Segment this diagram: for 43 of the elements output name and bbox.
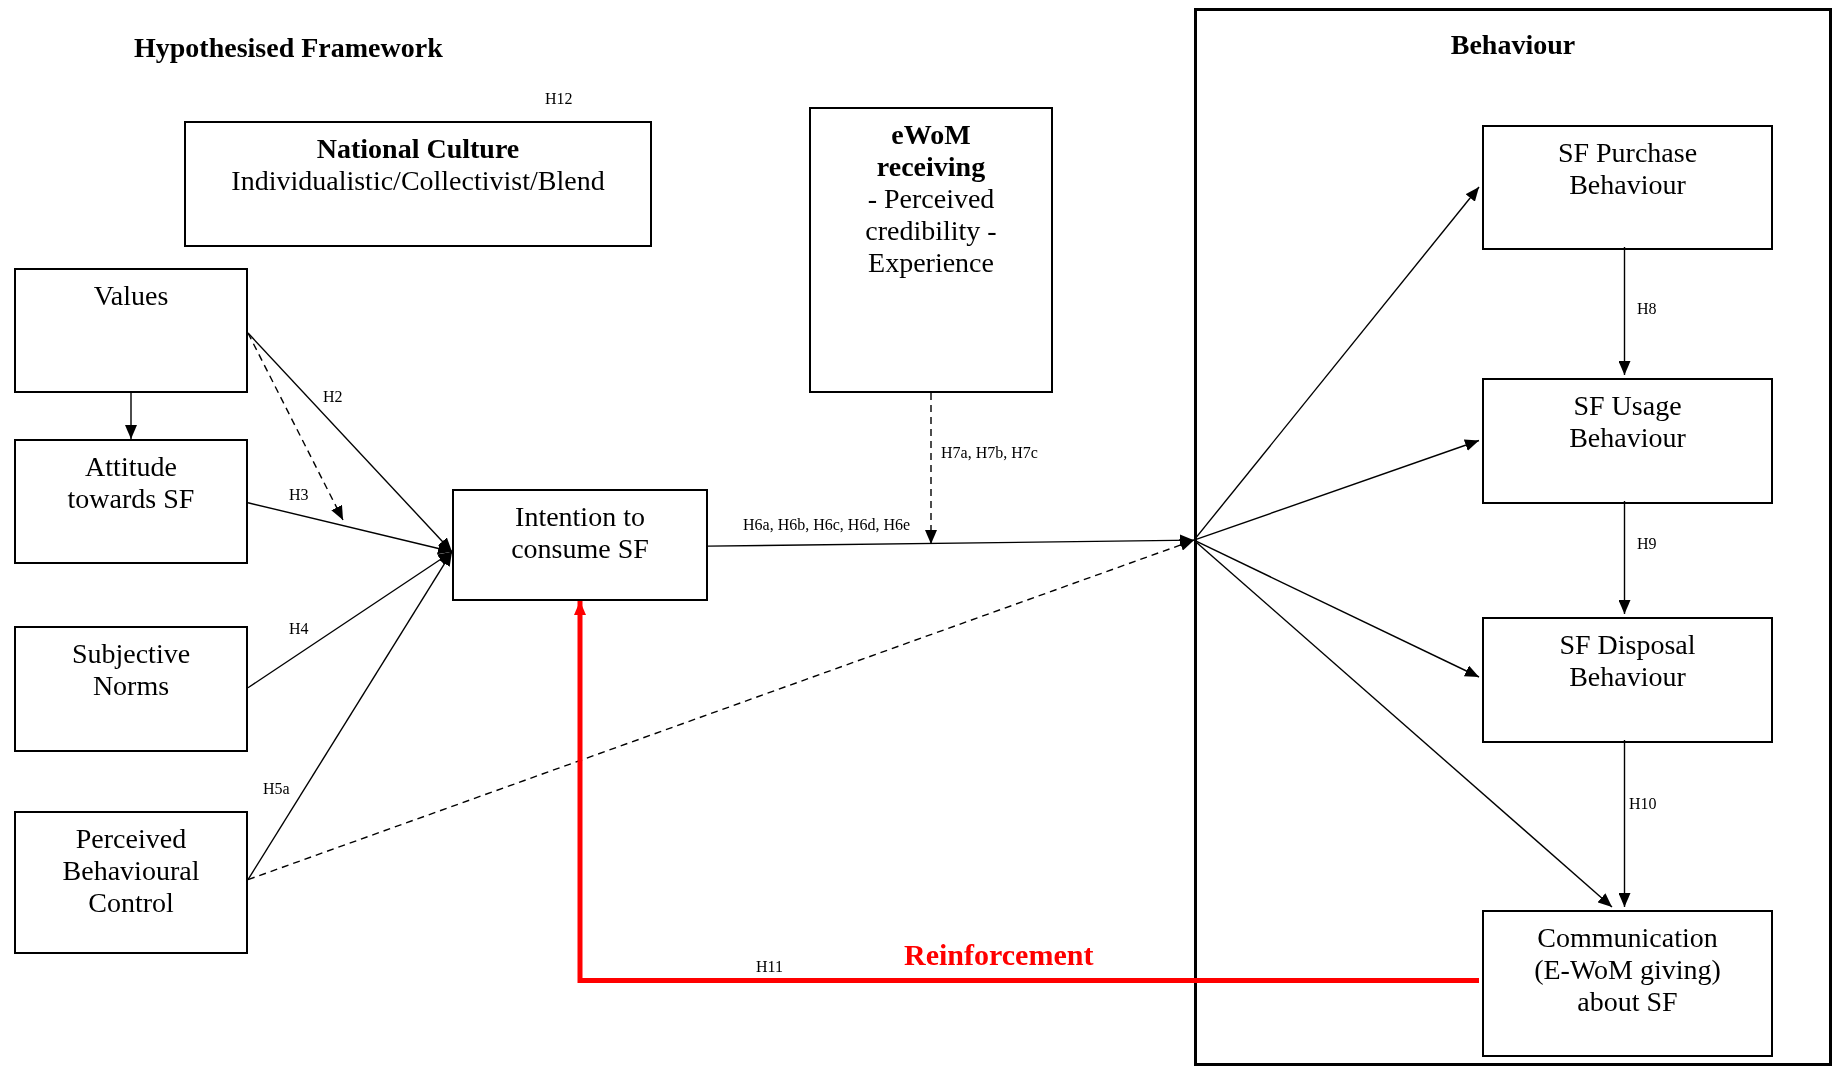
arrow	[1618, 739, 1631, 908]
box-text: Values	[92, 280, 170, 312]
arrow	[247, 551, 453, 881]
box-text: Perceived Behavioural Control	[61, 823, 201, 919]
concept-box	[14, 268, 248, 393]
box-text: - Perceived credibility - Experience	[864, 183, 998, 279]
box-text: Communication (E-WoM giving) about SF	[1533, 922, 1722, 1018]
box-text: SF Purchase Behaviour	[1556, 137, 1699, 201]
concept-box	[14, 439, 248, 564]
arrow	[1618, 500, 1631, 615]
concept-box	[1482, 617, 1773, 743]
concept-box	[14, 811, 248, 954]
concept-box	[1482, 910, 1773, 1057]
arrow	[1193, 186, 1480, 541]
concept-box	[1482, 125, 1773, 250]
arrow	[247, 332, 344, 521]
edge-label: H6a, H6b, H6c, H6d, H6e	[742, 516, 912, 534]
concept-box	[184, 121, 652, 247]
box-text: Subjective Norms	[70, 638, 192, 702]
concept-box	[809, 107, 1053, 393]
box-text: Individualistic/Collectivist/Blend	[230, 165, 606, 197]
concept-box	[1482, 378, 1773, 504]
box-heading: National Culture	[315, 133, 521, 165]
arrow	[247, 551, 453, 689]
arrow	[247, 332, 453, 553]
arrow	[707, 534, 1195, 547]
arrow	[125, 392, 137, 440]
box-heading: eWoM receiving	[875, 119, 987, 183]
arrow	[1193, 439, 1480, 541]
group-title: Behaviour	[1450, 29, 1576, 61]
arrow	[1618, 246, 1631, 376]
edge-label: H7a, H7b, H7c	[940, 444, 1039, 462]
box-text: Intention to consume SF	[510, 501, 650, 565]
arrow	[574, 601, 1479, 983]
box-text: SF Disposal Behaviour	[1558, 629, 1697, 693]
concept-box	[452, 489, 708, 601]
concept-box	[14, 626, 248, 752]
box-text: SF Usage Behaviour	[1568, 390, 1687, 454]
arrow	[925, 392, 937, 545]
box-text: Attitude towards SF	[66, 451, 196, 515]
group-frame	[1194, 8, 1832, 1066]
arrow	[247, 502, 453, 555]
arrow	[247, 539, 1195, 881]
